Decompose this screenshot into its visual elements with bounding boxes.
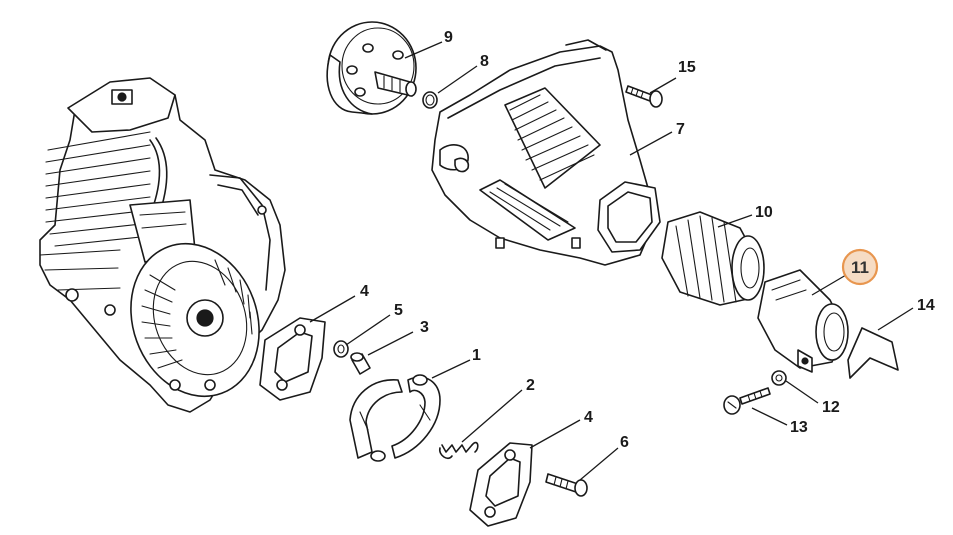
callout-6: 6 [620, 434, 629, 451]
sleeve-3 [350, 352, 371, 375]
callout-10: 10 [755, 204, 773, 221]
callout-14: 14 [917, 297, 935, 314]
callout-2: 2 [526, 377, 535, 394]
callout-4-upper: 4 [360, 283, 369, 300]
callout-12: 12 [822, 399, 840, 416]
drive-tube-housing [757, 269, 849, 373]
engine-assembly [39, 77, 286, 413]
callout-4-lower: 4 [584, 409, 593, 426]
callout-7: 7 [676, 121, 685, 138]
carrier-plate-upper [259, 317, 326, 401]
fan-housing [431, 39, 661, 266]
leader-lines [309, 41, 914, 481]
clutch-shoes [349, 374, 441, 462]
highlight-circle [841, 248, 879, 286]
screw-6 [545, 473, 588, 497]
callout-labels: 9 8 15 7 10 14 12 13 4 5 3 1 2 4 6 [360, 29, 935, 451]
washer-5 [333, 340, 349, 358]
callout-8: 8 [480, 53, 489, 70]
callout-13: 13 [790, 419, 808, 436]
screw-13 [723, 387, 771, 415]
callout-11: 11 [851, 258, 869, 277]
highlighted-callout-11[interactable]: 11 [841, 248, 879, 286]
screw-15 [625, 85, 663, 108]
callout-5: 5 [394, 302, 403, 319]
tension-spring [438, 441, 479, 460]
circlip [422, 91, 438, 109]
clutch-drum [326, 21, 417, 115]
callout-9: 9 [444, 29, 453, 46]
spring-clip [847, 327, 899, 379]
bearing-sleeve [661, 211, 765, 306]
washer [771, 370, 787, 386]
carrier-plate-lower [469, 442, 533, 527]
callout-1: 1 [472, 347, 481, 364]
callout-15: 15 [678, 59, 696, 76]
callout-3: 3 [420, 319, 429, 336]
